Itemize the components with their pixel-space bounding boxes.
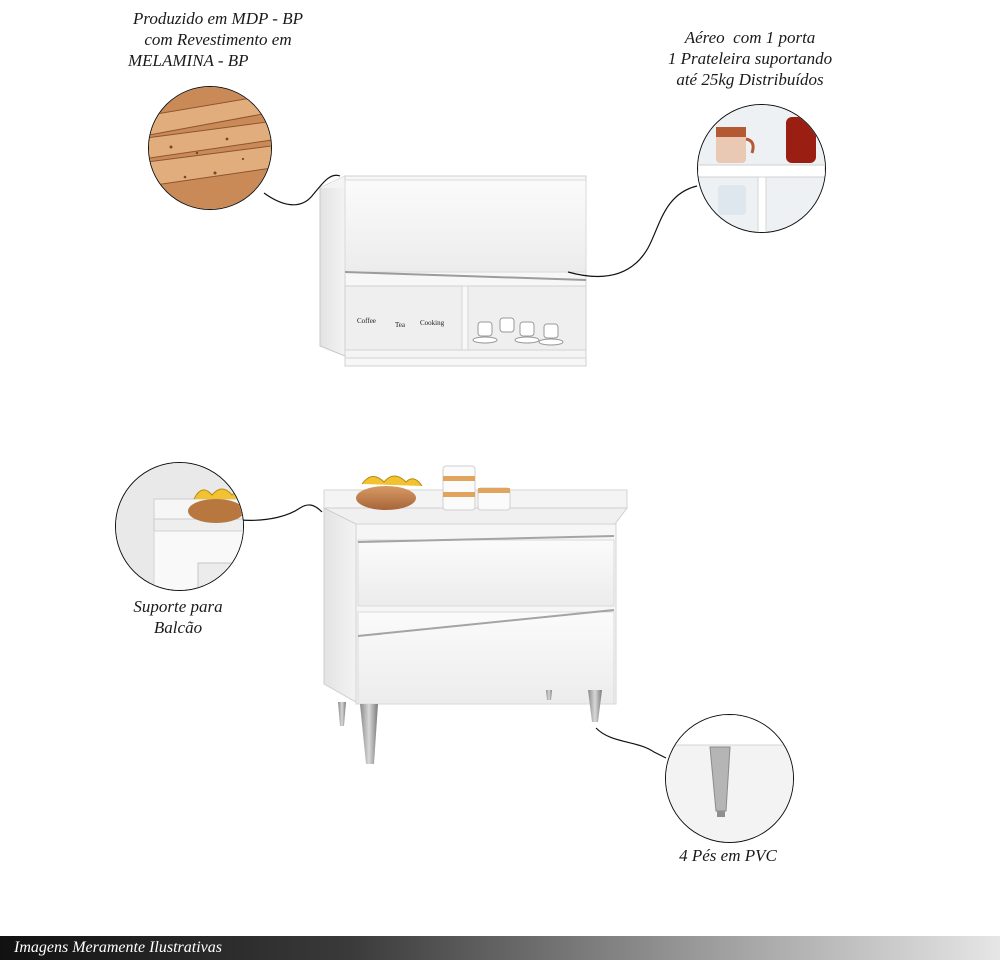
canister-label-coffee: Coffee	[357, 317, 376, 325]
connector-lines	[239, 174, 698, 759]
zoom-feet	[665, 714, 794, 843]
pvc-foot-image	[666, 715, 793, 842]
mdp-board-image	[149, 87, 271, 209]
caption-counter-support-line-1: Suporte para	[133, 597, 223, 616]
caption-material-line-3: MELAMINA - BP	[128, 51, 249, 70]
connector-feet	[595, 727, 667, 759]
caption-upper-cabinet-line-3: até 25kg Distribuídos	[676, 70, 824, 89]
connector-material	[263, 174, 341, 206]
caption-material: Produzido em MDP - BP com Revestimento e…	[108, 8, 328, 71]
upper-cabinet	[319, 175, 587, 367]
canister-label-tea: Tea	[395, 321, 406, 329]
caption-feet: 4 Pés em PVC	[648, 845, 808, 866]
caption-counter-support: Suporte para Balcão	[108, 596, 248, 638]
connector-upper-cabinet	[567, 185, 698, 278]
disclaimer-bar: Imagens Meramente Ilustrativas	[0, 936, 1000, 960]
shelf-cups-image	[698, 105, 825, 232]
caption-feet-line-1: 4 Pés em PVC	[679, 846, 777, 865]
zoom-material-mdp	[148, 86, 272, 210]
product-illustration	[239, 174, 698, 764]
caption-counter-support-line-2: Balcão	[153, 618, 203, 637]
connector-counter-support	[239, 504, 323, 521]
caption-material-line-2: com Revestimento em	[144, 30, 292, 49]
cups	[472, 317, 564, 346]
caption-upper-cabinet: Aéreo com 1 porta 1 Prateleira suportand…	[640, 27, 860, 90]
counter-support-image	[116, 463, 243, 590]
caption-upper-cabinet-line-2: 1 Prateleira suportando	[667, 49, 833, 68]
zoom-counter-support	[115, 462, 244, 591]
canister-label-cooking: Cooking	[420, 319, 445, 327]
disclaimer-text: Imagens Meramente Ilustrativas	[14, 939, 222, 956]
caption-material-line-1: Produzido em MDP - BP	[133, 9, 303, 28]
caption-upper-cabinet-line-1: Aéreo com 1 porta	[684, 28, 816, 47]
base-cabinet	[323, 465, 628, 764]
zoom-upper-cabinet-shelf	[697, 104, 826, 233]
